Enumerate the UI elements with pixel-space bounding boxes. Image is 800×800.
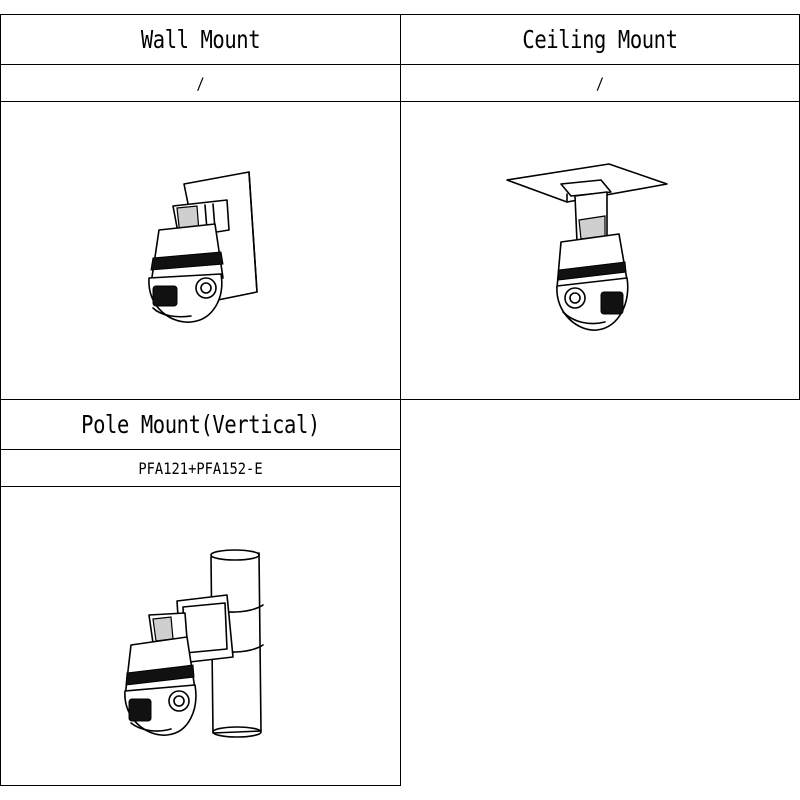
mount-model-pole: PFA121+PFA152-E (138, 458, 263, 478)
model-cell-ceiling-mount: / (400, 64, 800, 102)
image-cell-pole-mount (0, 486, 401, 786)
mount-model-wall: / (196, 73, 205, 93)
mount-title-ceiling: Ceiling Mount (522, 25, 678, 54)
image-cell-wall-mount (0, 101, 401, 400)
mount-model-ceiling: / (595, 73, 605, 93)
pole-mount-camera-illustration (124, 549, 264, 738)
mount-title-wall: Wall Mount (140, 25, 261, 54)
image-cell-ceiling-mount (400, 101, 800, 400)
header-cell-wall-mount: Wall Mount (0, 14, 401, 65)
model-cell-pole-mount: PFA121+PFA152-E (0, 449, 401, 487)
wall-mount-camera-illustration (148, 171, 258, 323)
mount-title-pole: Pole Mount(Vertical) (81, 410, 320, 439)
header-cell-pole-mount: Pole Mount(Vertical) (0, 399, 401, 450)
model-cell-wall-mount: / (0, 64, 401, 102)
header-cell-ceiling-mount: Ceiling Mount (400, 14, 800, 65)
ceiling-mount-camera-illustration (506, 163, 668, 331)
